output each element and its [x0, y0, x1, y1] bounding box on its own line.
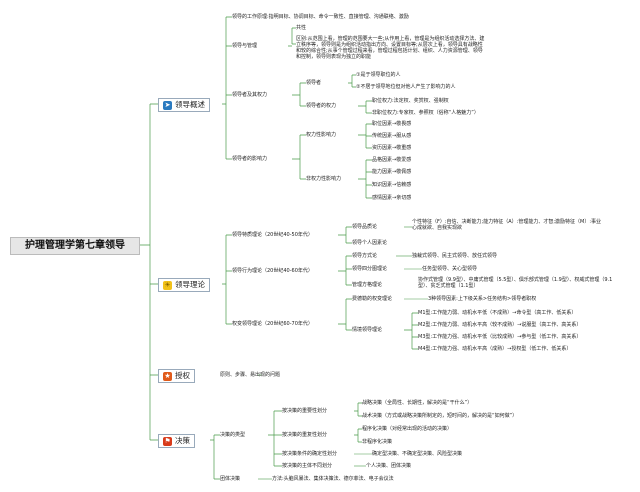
- node-m4: M4型:工作能力强、动机水平高（成熟）→授权型（低工作、低关系）: [418, 346, 572, 352]
- star-icon: ★: [163, 371, 172, 381]
- node-work-principle: 领导的工作原理:指明目标、协调目标、命令一致性、直接管理、沟通联络、激励: [232, 14, 409, 20]
- connector-11: [338, 255, 352, 286]
- node-decision-types: 决策的类型: [220, 432, 246, 438]
- connector-0: [138, 103, 158, 441]
- node-tactical: 战术决策（方式或战略决策所制定的，短时间的，解决的是“如何做”）: [362, 413, 518, 419]
- node-contingency: 权变领导理论（20世纪60-70年代）: [232, 321, 313, 327]
- connector-3: [292, 82, 306, 107]
- node-npi-4: 感情因素→亲切感: [372, 195, 412, 201]
- node-trait-person: 领导个人因素论: [352, 240, 388, 246]
- connector-10: [338, 226, 352, 244]
- node-group-detail: 方法:头脑风暴法、集体决策法、德尔菲法、电子会议法: [272, 476, 394, 482]
- node-pi-1: 职位因素→敬畏感: [372, 121, 412, 127]
- node-by-condition: 按决策条件的确定性划分: [282, 451, 338, 457]
- branch-decision-label: 决策: [175, 436, 190, 445]
- connector-5: [358, 100, 372, 114]
- connector-9: [222, 234, 232, 325]
- node-behavior: 领导行为理论（20世纪40-60年代）: [232, 268, 313, 274]
- connector-13: [404, 312, 418, 350]
- node-style-detail: 独裁式领导、民主式领导、放任式领导: [412, 253, 498, 259]
- connector-12: [338, 298, 352, 331]
- node-grid-detail: 协作式管理（9.9型）、中庸式管理（5.5型）、俱乐部式管理（1.9型）、权威式…: [418, 277, 613, 289]
- node-npi-1: 品格因素→敬爱感: [372, 157, 412, 163]
- node-npi-3: 知识因素→信赖感: [372, 182, 412, 188]
- node-fiedler-detail: 3种领导因素:上下级关系>任务结构>领导者职权: [428, 296, 537, 302]
- branch-theory-label: 领导理论: [175, 280, 205, 289]
- node-by-condition-detail: 确定型决策、不确定型决策、风险型决策: [372, 451, 463, 457]
- lightbulb-icon: ☀: [163, 280, 172, 290]
- branch-theory[interactable]: ☀ 领导理论: [158, 278, 210, 292]
- node-trait-quality: 领导品质论: [352, 224, 378, 230]
- node-non-programmed: 非程序化决策: [362, 439, 393, 445]
- root-topic[interactable]: 护理管理学第七章领导: [10, 237, 140, 255]
- node-commonality: 共性: [296, 25, 307, 31]
- connector-15: [268, 410, 282, 467]
- branch-overview-label: 领导概述: [175, 100, 205, 109]
- node-trait: 领导特质理论（20世纪40-50年代）: [232, 232, 313, 238]
- node-nonpower-influence: 非权力性影响力: [306, 176, 342, 182]
- node-m1: M1型:工作能力弱、动机水平低（不成熟）→命令型（高工作、低关系）: [418, 310, 577, 316]
- node-authorize-detail: 原则、步骤、易出现的问题: [220, 372, 281, 378]
- connector-7: [358, 123, 372, 149]
- connector-1: [222, 16, 232, 160]
- connector-4: [348, 74, 356, 88]
- node-by-subject: 按决策的主体不同划分: [282, 463, 333, 469]
- node-leader: 领导者: [306, 80, 322, 86]
- node-strategic: 战略决策（全局性、长期性，解决的是“干什么”）: [362, 400, 473, 406]
- node-four-quad: 领导四分图理论: [352, 266, 388, 272]
- branch-authorize-label: 授权: [175, 371, 190, 380]
- node-by-subject-detail: 个人决策、团体决策: [366, 463, 412, 469]
- node-leader-power: 领导者及其权力: [232, 92, 268, 98]
- node-power-2: 非职位权力:专家权、参照权（俗称“人格魅力”）: [372, 110, 479, 116]
- node-difference: 区别:从范围上看，管理的范围要大一些;从作用上看，管理是为组织活动选择方法、建立…: [296, 36, 485, 60]
- connector-2: [288, 27, 296, 47]
- node-pi-2: 传统因素→服从感: [372, 133, 412, 139]
- node-leader-2: ②不居于领导地位但对他人产生了影响力的人: [356, 84, 456, 90]
- branch-overview[interactable]: ➤ 领导概述: [158, 98, 210, 112]
- node-power: 领导者的权力: [306, 103, 337, 109]
- node-npi-2: 能力因素→敬佩感: [372, 169, 412, 175]
- node-influence: 领导者的影响力: [232, 156, 268, 162]
- node-power-1: 职位权力:法定权、奖赏权、强制权: [372, 98, 449, 104]
- node-programmed: 程序化决策（对经常出现的活动的决策）: [362, 426, 453, 432]
- node-leader-1: ①是于领导职位的人: [356, 72, 401, 78]
- node-by-repeat: 按决策的重复性划分: [282, 432, 328, 438]
- connector-8: [358, 159, 372, 199]
- node-group-decision: 团体决策: [220, 476, 241, 482]
- connector-16: [354, 402, 362, 417]
- node-style: 领导方式论: [352, 253, 378, 259]
- node-pi-3: 资历因素→敬重感: [372, 145, 412, 151]
- branch-authorize[interactable]: ★ 授权: [158, 369, 195, 383]
- node-m3: M3型:工作能力强、动机水平低（比较成熟）→参与型（低工作、高关系）: [418, 334, 582, 340]
- node-four-quad-detail: 任务型领导、关心型领导: [422, 266, 478, 272]
- connector-17: [354, 428, 362, 443]
- node-grid: 管理方格理论: [352, 282, 383, 288]
- node-power-influence: 权力性影响力: [306, 132, 337, 138]
- node-m2: M2型:工作能力弱、动机水平高（较不成熟）→说服型（高工作、高关系）: [418, 322, 582, 328]
- node-trait-quality-detail: 个性特征（F）:自信、决断能力;能力特征（A）:管理能力、才智;激励特征（M）:…: [412, 219, 602, 231]
- node-situational: 情境领导理论: [352, 327, 383, 333]
- connector-6: [292, 134, 306, 180]
- connector-14: [210, 434, 220, 480]
- node-leader-mgmt: 领导与管理: [232, 43, 258, 49]
- branch-decision[interactable]: ⚑ 决策: [158, 434, 195, 448]
- send-icon: ➤: [163, 100, 172, 110]
- node-fiedler: 费德勒的权变理论: [352, 296, 393, 302]
- node-by-importance: 按决策的重要性划分: [282, 408, 328, 414]
- flag-icon: ⚑: [163, 436, 172, 446]
